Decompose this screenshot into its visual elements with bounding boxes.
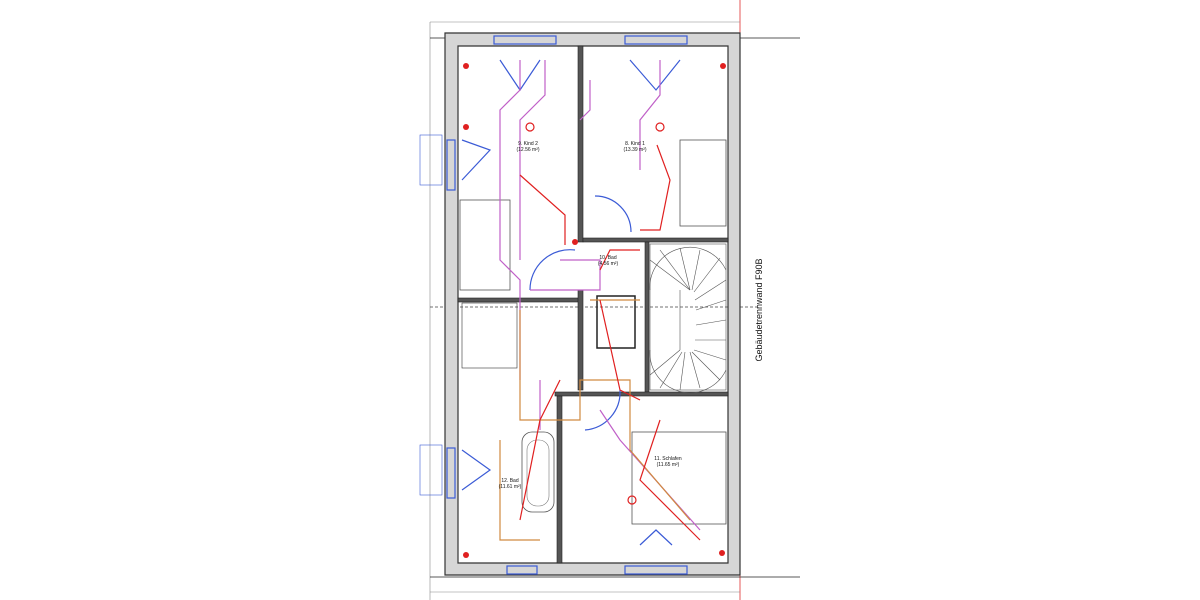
room-label-kind2: 9. Kind 2 (518, 141, 538, 147)
room-area-kind1: (13.39 m²) (623, 147, 646, 153)
room-area-kind2: (12.56 m²) (516, 147, 539, 153)
electrical-lines (463, 63, 726, 558)
window-left-bottom (446, 447, 456, 499)
exterior-wall (444, 32, 741, 576)
room-label-kind1: 8. Kind 1 (625, 141, 645, 147)
party-wall-label: Gebäudetrennwand F90B (754, 258, 764, 361)
wall-bad-left (577, 289, 584, 391)
wall-kind2-bottom (457, 297, 581, 303)
bathtub-inner (526, 439, 550, 507)
staircase (649, 243, 727, 393)
heating-pipes (499, 299, 691, 541)
wall-stair-left (644, 241, 650, 393)
bed-schlafen (631, 431, 727, 525)
wall-bad-schlafen (556, 395, 563, 564)
wall-bad-top (582, 237, 729, 243)
wall-schlafen-top (554, 391, 729, 397)
room-label-bad: 12. Bad (501, 478, 518, 484)
bad-fixture (596, 295, 636, 349)
room-area-schlafen: (11.65 m²) (657, 462, 680, 468)
shower-tray (461, 302, 518, 369)
window-left-top (446, 139, 456, 191)
window-bad (506, 565, 538, 575)
window-schlafen (624, 565, 688, 575)
bed-kind2 (459, 199, 511, 291)
wall-kind-partition (577, 45, 584, 243)
window-kind2 (493, 35, 557, 45)
room-label-schlafen: 11. Schlafen (654, 456, 682, 462)
windows (419, 35, 688, 575)
room-area-bad: (11.61 m²) (499, 484, 522, 490)
window-kind1 (624, 35, 688, 45)
room-label-bad-small: 10. Bad (599, 255, 616, 261)
bed-kind1 (679, 139, 727, 227)
room-area-bad-small: (4.56 m²) (598, 261, 619, 267)
